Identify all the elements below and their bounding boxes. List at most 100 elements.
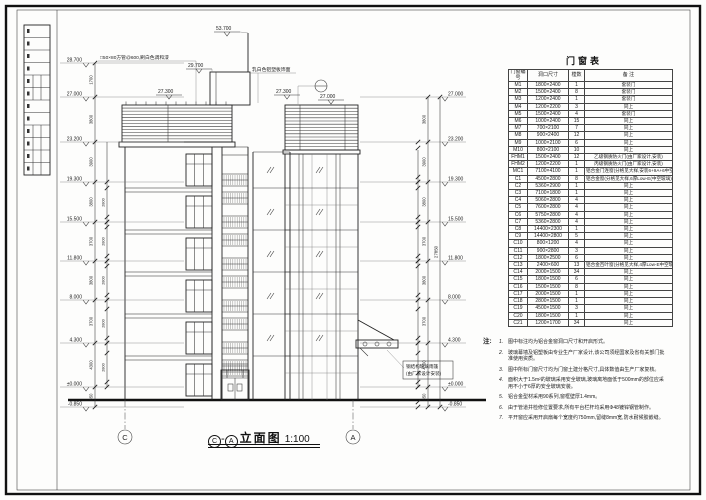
window — [185, 195, 213, 229]
window — [185, 237, 213, 271]
table-cell: 800×2100 — [527, 145, 569, 155]
table-cell: 800×1200 — [527, 239, 569, 248]
table-cell: M10 — [508, 145, 528, 155]
title-scale: 1:100 — [284, 434, 310, 445]
title-underline — [208, 444, 320, 445]
table-cell: 6 — [568, 275, 585, 284]
level-label: 19.300 — [67, 177, 83, 183]
level-label: 15.500 — [67, 217, 83, 223]
window-dim-label: 2800 — [102, 276, 106, 284]
table-cell: C17 — [508, 289, 528, 299]
table-cell: 900×2400 — [527, 131, 569, 140]
entrance-door — [220, 369, 250, 401]
overall-dim-label: 27850 — [434, 245, 439, 258]
floor-dim-label: 1700 — [89, 75, 94, 85]
level-label: 28.700 — [67, 58, 83, 64]
table-cell: 10 — [568, 145, 585, 155]
table-cell: 1 — [568, 297, 585, 306]
table-cell: 同上 — [584, 138, 673, 147]
entrance-canopy: 钢结构玻璃雨篷 (由厂家设计安装) — [355, 319, 454, 380]
window — [185, 363, 213, 397]
table-cell: 同上 — [584, 253, 673, 263]
top-level-label: 27.000 — [320, 94, 336, 100]
table-cell: M5 — [508, 109, 528, 119]
table-cell: M1 — [508, 80, 528, 90]
level-label: 19.300 — [448, 177, 464, 183]
table-cell: 1800×1500 — [527, 311, 569, 320]
table-cell: 34 — [568, 318, 585, 327]
table-cell: 8 — [568, 282, 585, 291]
table-cell: 铝合金门连窗(分格见大样,安装6+9A+6中空玻璃) — [584, 167, 673, 176]
note-item: 4.面积大于1.5m²的玻璃采用安全玻璃,玻璃离地面低于500mm的部位应采用不… — [499, 377, 664, 390]
table-cell: 同上 — [584, 117, 673, 126]
title-separator: - — [221, 433, 225, 445]
table-cell: 1500×1500 — [527, 282, 569, 291]
table-cell: 3 — [568, 304, 585, 313]
floor-dim-label: 3800 — [89, 114, 94, 124]
table-cell: 5060×2800 — [527, 196, 569, 205]
note-item: 2.玻璃幕墙及铝塑板由专业生产厂家设计,该公司须经国家及省有关部门批准使用资质。 — [499, 349, 665, 362]
table-cell: 同上 — [584, 289, 673, 299]
table-cell: 同上 — [584, 196, 673, 205]
window — [185, 279, 213, 313]
table-cell: C4 — [508, 196, 528, 205]
table-cell: 6 — [568, 253, 585, 263]
table-cell: 同上 — [584, 282, 673, 291]
floor-dim-label: 3800 — [89, 197, 94, 207]
table-cell: 1 — [568, 160, 585, 169]
roof-mast — [209, 33, 251, 106]
table-cell: M2 — [508, 88, 528, 97]
title-underline-2 — [208, 447, 320, 448]
table-cell: 7100×1800 — [527, 189, 569, 198]
level-label: -0.850 — [448, 402, 462, 408]
table-cell: 套装门 — [584, 109, 673, 119]
table-cell: C3 — [508, 189, 528, 198]
window — [185, 153, 213, 187]
table-cell: C14 — [508, 268, 528, 277]
grid-line-markers: C A — [117, 400, 361, 445]
table-cell: M9 — [508, 138, 528, 147]
table-cell: C8 — [508, 225, 528, 234]
canopy-note-line2: (由厂家设计安装) — [406, 370, 442, 377]
acp-note: 乳白色铝塑板饰面 — [252, 66, 291, 73]
table-cell: C11 — [508, 246, 528, 255]
table-cell: C12 — [508, 253, 528, 263]
table-cell: 1000×2400 — [527, 117, 569, 126]
table-cell: 1200×1700 — [527, 318, 569, 327]
table-cell: 同上 — [584, 311, 673, 320]
table-cell: 1 — [568, 225, 585, 234]
table-cell: C2 — [508, 181, 528, 191]
grid-bubble-a: A — [350, 433, 355, 442]
table-cell: M7 — [508, 124, 528, 133]
table-cell: C1 — [508, 174, 528, 183]
table-cell: 同上 — [584, 102, 673, 111]
table-cell: C21 — [508, 318, 528, 327]
building-facade — [118, 101, 361, 401]
table-cell: C6 — [508, 210, 528, 219]
floor-dim-label: 3800 — [422, 197, 427, 207]
table-cell: 同上 — [584, 124, 673, 133]
table-cell: 2000×1500 — [527, 268, 569, 277]
window — [185, 321, 213, 355]
table-cell: 1800×1500 — [527, 275, 569, 284]
title-block-strip — [23, 24, 51, 176]
top-level-label: 27.300 — [158, 89, 174, 95]
floor-dim-label: 4300 — [89, 360, 94, 370]
table-cell: C20 — [508, 311, 528, 320]
table-cell: 4 — [568, 239, 585, 248]
